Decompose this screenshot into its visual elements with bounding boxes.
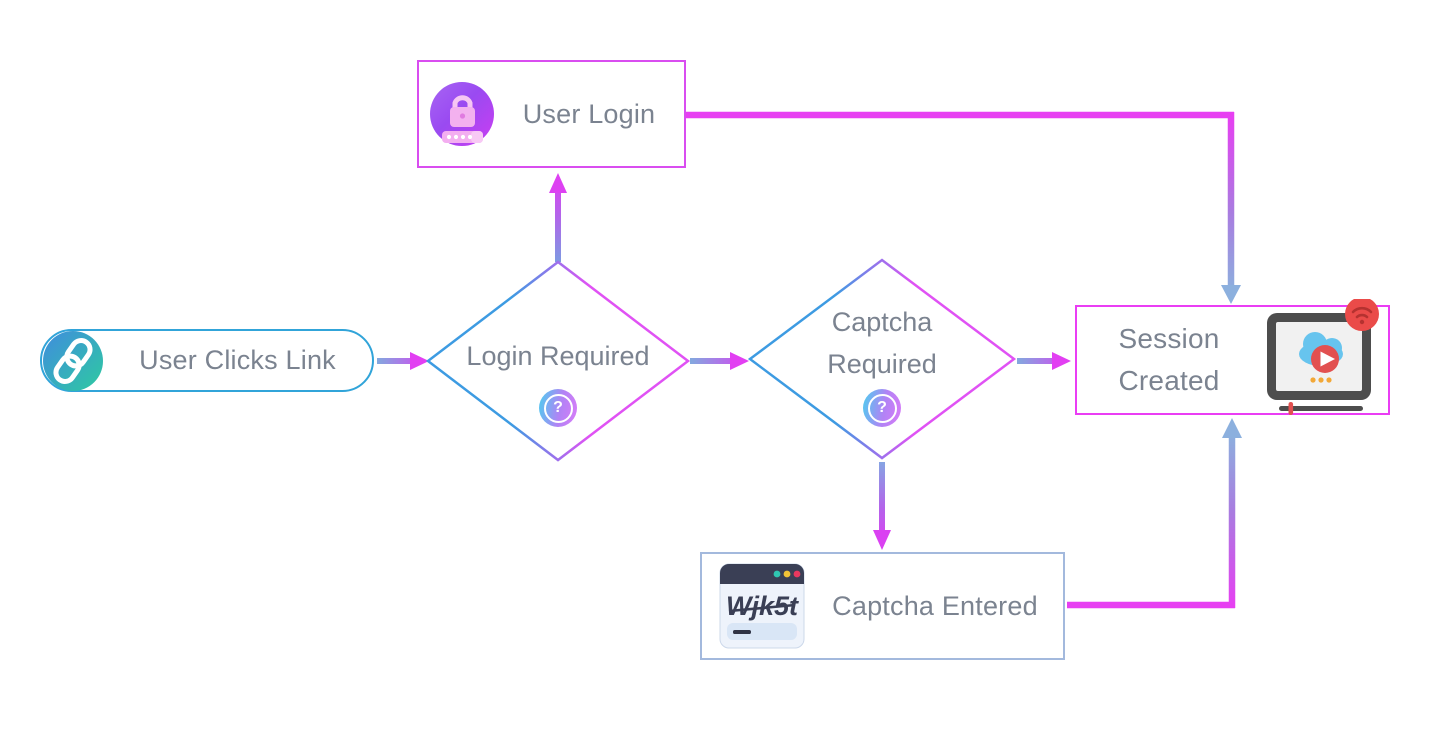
arrowhead-right-icon [730,352,749,370]
node-label-session-created: Session Created [1118,323,1220,396]
arrowhead-down-icon [1221,285,1241,304]
node-session-created: Session Created [1075,297,1390,415]
arrowhead-right-icon [410,352,429,370]
arrowhead-down-icon [873,530,891,550]
edge-loginrequired-userlogin [549,173,567,262]
node-label-captcha-required: Captcha Required [827,307,937,379]
node-captcha-entered: Wjk5t Captcha Entered [700,552,1065,660]
question-icon: ? [863,389,901,427]
arrowhead-up-icon [1222,418,1242,438]
decision-diamond-captcha-required [747,258,1017,460]
node-user-clicks-link: User Clicks Link [40,329,374,392]
captcha-window-icon: Wjk5t [717,561,807,651]
decision-diamond-login-required [425,260,691,462]
edge-captcharequired-sessioncreated [1017,352,1071,370]
node-label-login-required: Login Required [466,341,650,371]
edge-userclicks-loginrequired [377,352,429,370]
arrowhead-up-icon [549,173,567,193]
edge-loginrequired-captcharequired [690,352,749,370]
edge-captcharequired-captchaentered [873,462,891,550]
lock-password-icon [430,82,494,146]
question-icon: ? [539,389,577,427]
link-icon [43,330,103,391]
cloud-video-monitor-icon [1259,297,1383,424]
node-label-captcha-entered: Captcha Entered [832,590,1038,621]
edge-userlogin-sessioncreated [686,111,1241,304]
arrowhead-right-icon [1052,352,1071,370]
node-user-login: User Login [417,60,686,168]
edge-captchaentered-sessioncreated [1067,418,1242,609]
node-label-user-login: User Login [522,98,656,129]
node-label-user-clicks-link: User Clicks Link [139,345,336,375]
